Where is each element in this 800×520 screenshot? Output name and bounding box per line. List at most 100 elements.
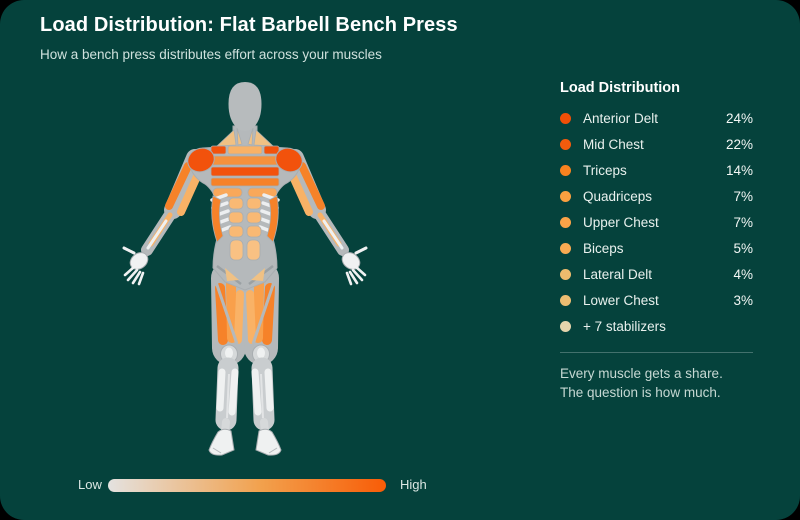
sartorius-groove: [251, 281, 276, 345]
muscle-lower-chest-left: [212, 187, 243, 198]
ribs-obliques-left: [210, 193, 232, 243]
legend-label: Anterior Delt: [583, 110, 659, 126]
legend-label: Quadriceps: [583, 188, 653, 204]
legend-note-line2: The question is how much.: [560, 385, 721, 401]
ab-segment: [246, 197, 262, 210]
muscle-trap-left: [215, 129, 237, 147]
shin-line: [226, 373, 230, 419]
ab-lower: [229, 239, 244, 261]
muscle-upper-chest-outer-right: [263, 145, 280, 155]
ab-segment: [228, 197, 244, 210]
legend-row: Biceps 5%: [560, 235, 753, 261]
legend-dot-icon: [560, 112, 571, 124]
right-arm: [286, 149, 368, 286]
legend-value: 5%: [733, 240, 753, 256]
legend-label: Biceps: [583, 240, 624, 256]
muscle-triceps: [298, 162, 325, 210]
legend-dot-icon: [560, 242, 571, 254]
muscle-adductor: [246, 290, 256, 344]
hand-palm: [341, 252, 361, 270]
ab-segment: [228, 211, 244, 224]
left-leg: [208, 261, 246, 456]
muscle-anterior-delt-left: [187, 147, 215, 173]
legend-title: Load Distribution: [560, 80, 681, 96]
legend-dot-icon: [560, 294, 571, 306]
head: [228, 82, 262, 131]
muscle-gastroc-outer: [264, 368, 274, 412]
muscle-forearm-extensor: [322, 219, 344, 250]
shin-line: [260, 373, 264, 419]
page-title: Load Distribution: Flat Barbell Bench Pr…: [40, 14, 458, 36]
muscle-oblique: [211, 195, 224, 243]
muscle-upper-chest-outer-left: [210, 145, 227, 155]
legend-row: Upper Chest 7%: [560, 209, 753, 235]
pelvis: [216, 265, 274, 285]
ab-lower: [246, 239, 261, 261]
legend-divider: [560, 352, 753, 353]
hip-flexor-left: [225, 268, 239, 281]
legend-note: Every muscle gets a share. The question …: [560, 364, 753, 402]
legend-dot-icon: [560, 190, 571, 202]
legend-value: 7%: [733, 188, 753, 204]
legend-value: 4%: [733, 266, 753, 282]
legend-value: 24%: [725, 110, 753, 126]
muscle-upper-chest-band: [227, 145, 263, 155]
hand-palm: [129, 252, 149, 270]
legend-note-line1: Every muscle gets a share.: [560, 366, 723, 381]
legend-row: Quadriceps 7%: [560, 183, 753, 209]
right-leg: [244, 261, 282, 456]
scale-gradient-bar: [108, 479, 386, 492]
sartorius-groove: [214, 281, 239, 345]
legend-label: Upper Chest: [583, 214, 659, 230]
knee-cap: [225, 347, 233, 359]
legend-dot-icon: [560, 320, 571, 332]
legend-label: Mid Chest: [583, 136, 644, 152]
foot: [255, 428, 282, 456]
muscle-trap-right: [253, 129, 275, 147]
legend-dot-icon: [560, 138, 571, 150]
ribs-obliques-right: [258, 193, 280, 243]
legend-row: + 7 stabilizers: [560, 313, 753, 339]
body-diagram: [122, 82, 368, 456]
legend-label: Triceps: [583, 162, 627, 178]
legend-dot-icon: [560, 164, 571, 176]
legend-row: Triceps 14%: [560, 157, 753, 183]
legend-label: Lower Chest: [583, 292, 659, 308]
legend-label: Lateral Delt: [583, 266, 653, 282]
page-subtitle: How a bench press distributes effort acr…: [40, 47, 382, 62]
muscle-triceps: [165, 162, 192, 210]
scale-high-label: High: [400, 477, 427, 492]
muscle-oblique: [266, 195, 279, 243]
legend-value: 3%: [733, 292, 753, 308]
muscle-mid-chest-band: [210, 166, 280, 177]
scale-low-label: Low: [78, 477, 102, 492]
muscle-adductor: [234, 290, 244, 344]
toe-line: [212, 447, 222, 454]
fingers: [123, 265, 145, 286]
foot: [208, 428, 235, 456]
ab-segment: [246, 211, 262, 224]
legend-dot-icon: [560, 216, 571, 228]
fingers: [345, 265, 367, 286]
left-arm: [122, 149, 204, 286]
legend-label: + 7 stabilizers: [583, 318, 666, 334]
legend-panel: Load Distribution Anterior Delt 24% Mid Ch…: [560, 80, 753, 402]
muscle-chest-band-2: [210, 155, 280, 166]
hip-flexor-right: [251, 268, 265, 281]
legend-row: Lower Chest 3%: [560, 287, 753, 313]
muscle-chest-band-4: [210, 177, 280, 187]
ab-segment: [246, 225, 262, 238]
thumb: [122, 246, 136, 255]
muscle-neck-right: [247, 127, 254, 146]
legend-value: 14%: [725, 162, 753, 178]
legend-row: Lateral Delt 4%: [560, 261, 753, 287]
knee-cap: [257, 347, 265, 359]
muscle-lower-chest-right: [247, 187, 278, 198]
muscle-anterior-delt-right: [275, 147, 303, 173]
legend-value: 7%: [733, 214, 753, 230]
muscle-gastroc-outer: [216, 368, 226, 412]
legend-dot-icon: [560, 268, 571, 280]
